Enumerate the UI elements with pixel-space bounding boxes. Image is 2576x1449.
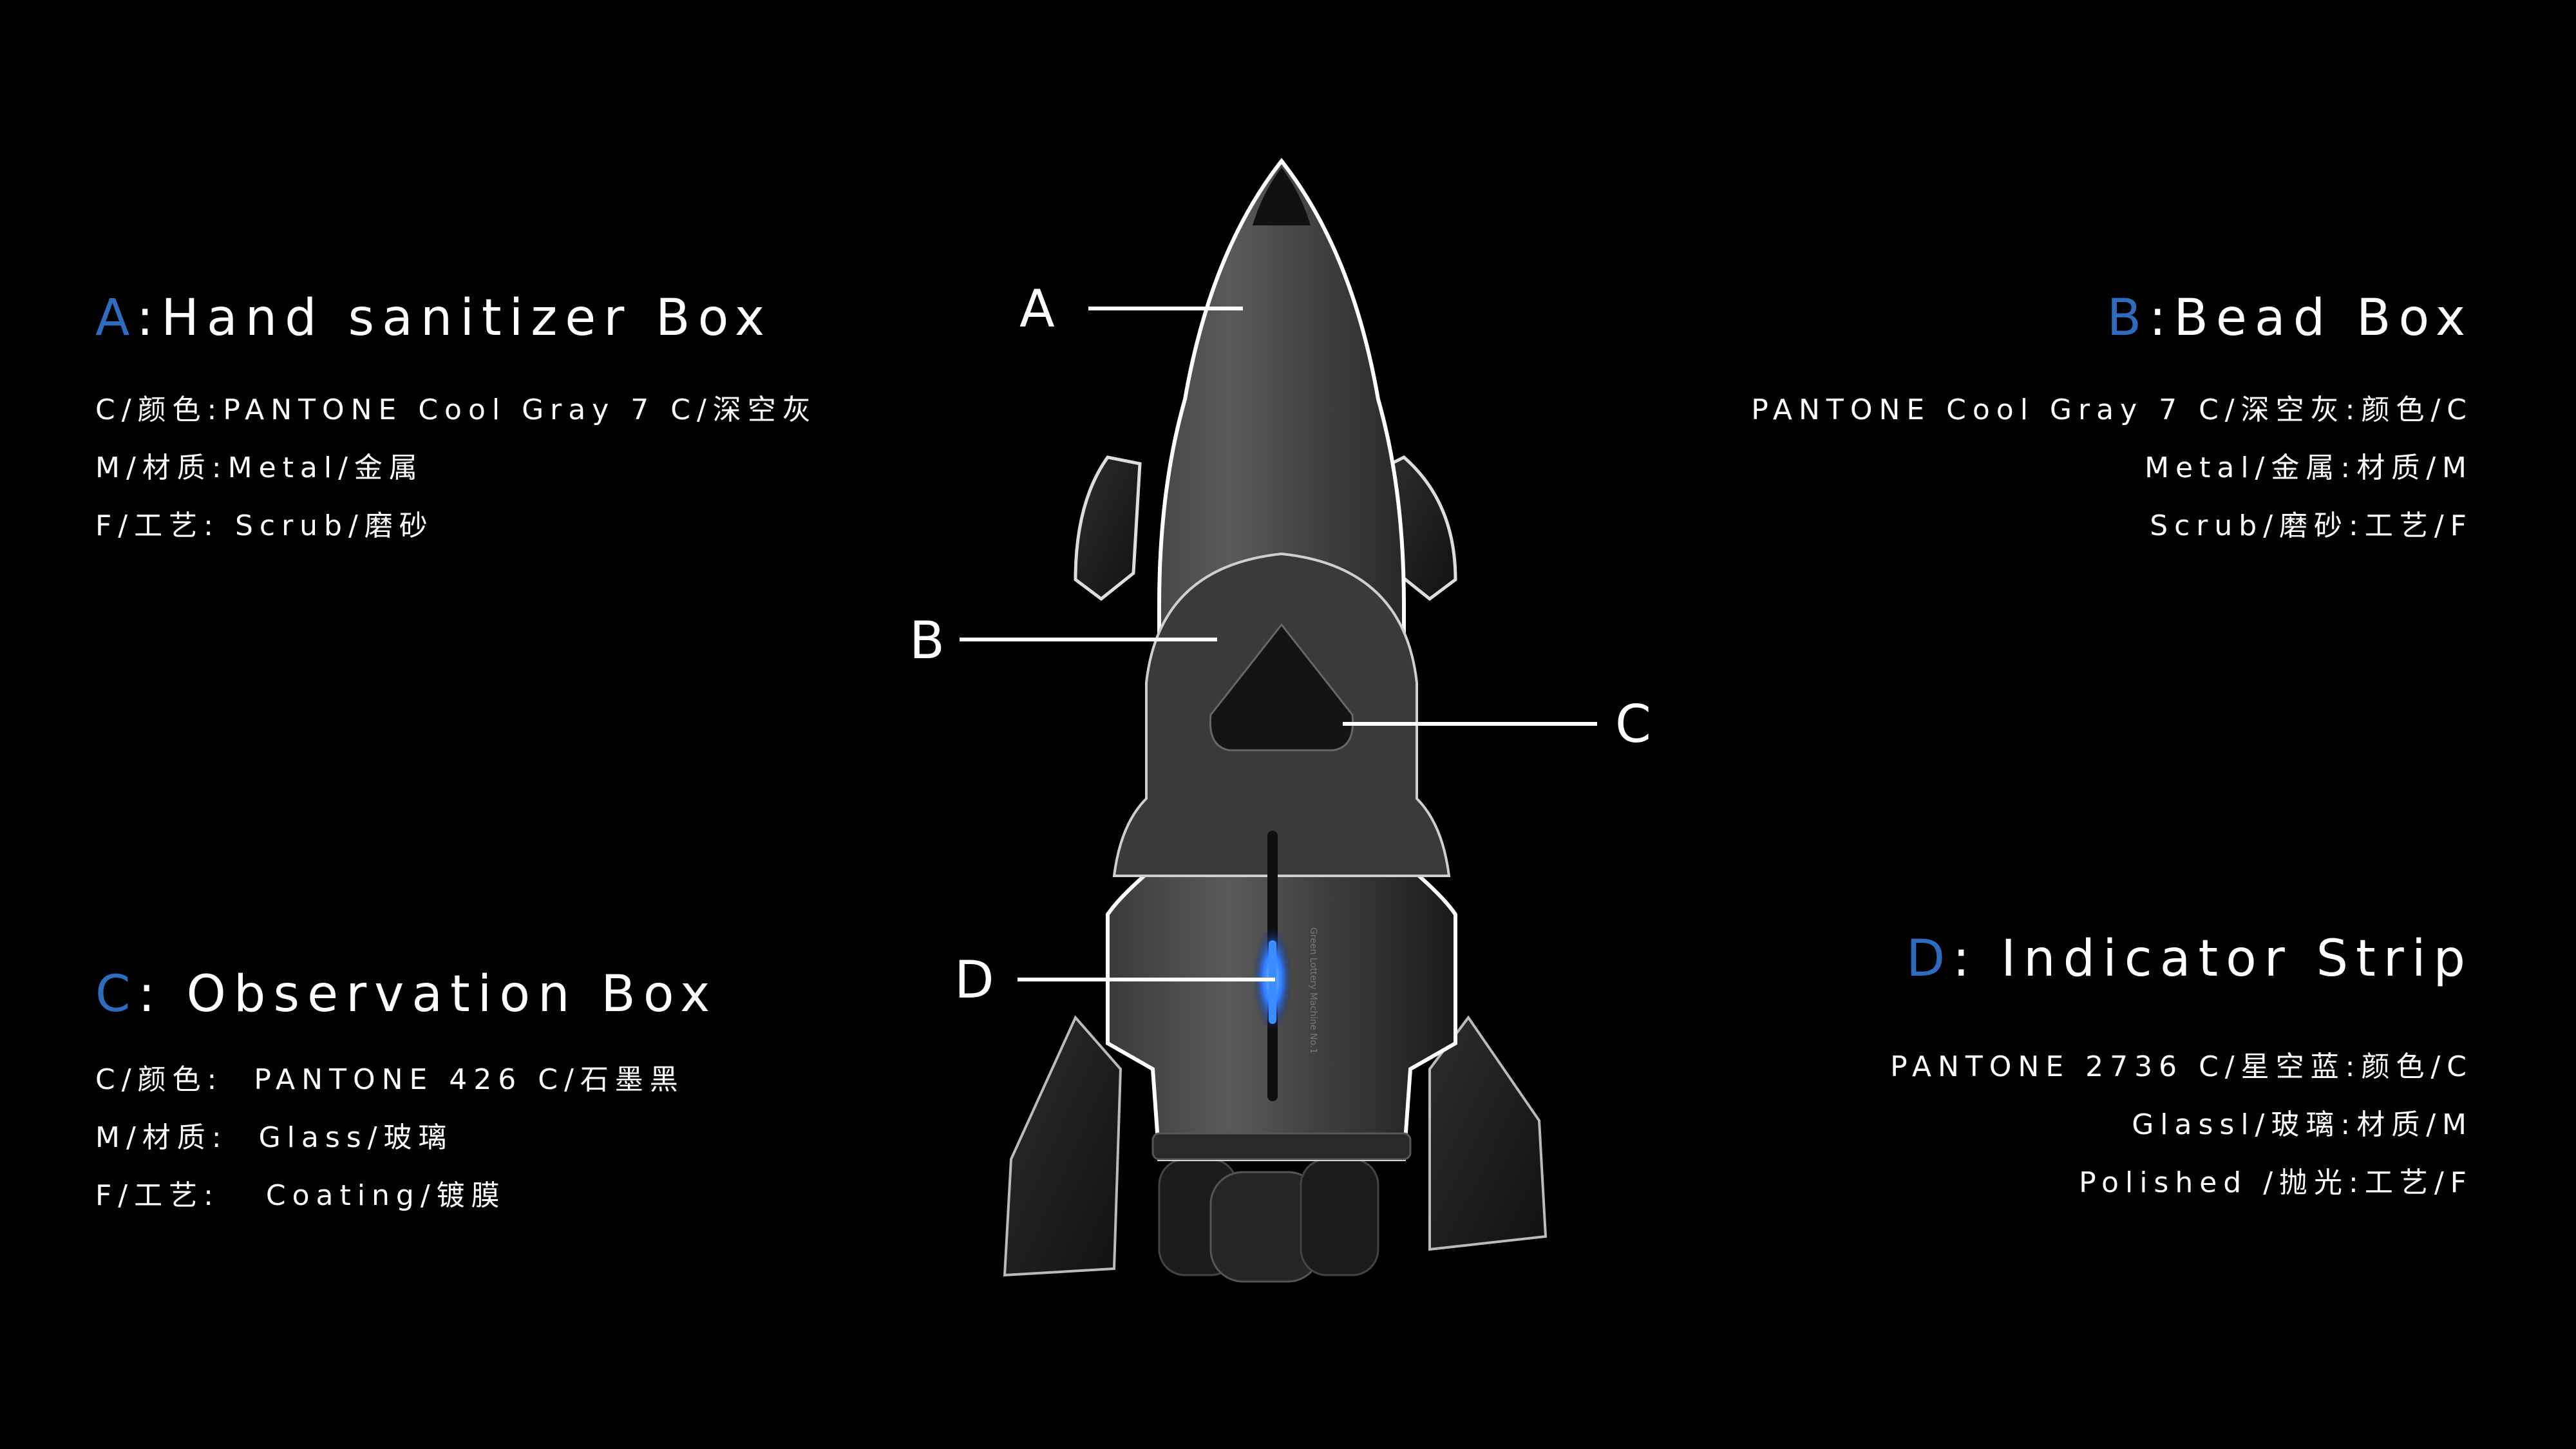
panel-b-color: PANTONE Cool Gray 7 C/深空灰:颜色/C [1751, 393, 2473, 426]
panel-b-finish: Scrub/磨砂:工艺/F [2150, 509, 2473, 542]
panel-d-finish: Polished /抛光:工艺/F [2079, 1166, 2473, 1199]
panel-c-heading: C: Observation Box [95, 969, 868, 1019]
panel-d-color: PANTONE 2736 C/星空蓝:颜色/C [1890, 1050, 2473, 1083]
panel-c-color: C/颜色: PANTONE 426 C/石墨黑 [95, 1063, 685, 1096]
panel-d: D: Indicator Strip PANTONE 2736 C/星空蓝:颜色… [1636, 934, 2473, 1204]
panel-a-color: C/颜色:PANTONE Cool Gray 7 C/深空灰 [95, 393, 817, 426]
panel-a-letter: A [95, 289, 137, 347]
callout-c-leader [1343, 722, 1597, 726]
panel-a-title: :Hand sanitizer Box [137, 289, 773, 347]
panel-d-heading: D: Indicator Strip [1906, 934, 2473, 984]
panel-b-title: :Bead Box [2149, 289, 2473, 347]
panel-c-material: M/材质: Glass/玻璃 [95, 1121, 453, 1154]
panel-b: B:Bead Box PANTONE Cool Gray 7 C/深空灰:颜色/… [1636, 293, 2473, 564]
right-fin [1428, 1015, 1548, 1251]
upper-right-fin [1389, 455, 1457, 601]
callout-a-label: A [1019, 279, 1055, 339]
indicator-strip-light [1269, 940, 1276, 1024]
callout-b-leader [960, 638, 1217, 641]
base-ring [1151, 1132, 1412, 1160]
panel-a: A:Hand sanitizer Box C/颜色:PANTONE Cool G… [95, 293, 868, 564]
callout-b-label: B [909, 611, 945, 670]
panel-c-finish: F/工艺: Coating/镀膜 [95, 1179, 506, 1212]
left-fin [1003, 1015, 1122, 1277]
callout-d-leader [1018, 978, 1275, 981]
panel-c-title: : Observation Box [138, 965, 718, 1023]
panel-b-heading: B:Bead Box [2107, 293, 2473, 343]
panel-a-heading: A:Hand sanitizer Box [95, 293, 868, 343]
panel-d-material: Glassl/玻璃:材质/M [2132, 1108, 2473, 1141]
panel-c-letter: C [95, 965, 138, 1023]
callout-a-leader [1088, 307, 1243, 310]
panel-c: C: Observation Box C/颜色: PANTONE 426 C/石… [95, 969, 868, 1240]
panel-d-letter: D [1906, 930, 1953, 988]
nose-cone [1253, 167, 1311, 225]
panel-a-material: M/材质:Metal/金属 [95, 451, 424, 484]
panel-b-letter: B [2107, 289, 2150, 347]
engine-nozzles [1158, 1158, 1379, 1283]
callout-d-label: D [954, 950, 994, 1010]
panel-a-finish: F/工艺: Scrub/磨砂 [95, 509, 434, 542]
rocket-product-image: Green Lottery Machine No.1 [1003, 158, 1548, 1283]
observation-window [1209, 623, 1354, 752]
panel-b-material: Metal/金属:材质/M [2145, 451, 2473, 484]
product-engraving: Green Lottery Machine No.1 [1308, 927, 1318, 1054]
upper-left-fin [1074, 455, 1142, 601]
callout-c-label: C [1615, 694, 1651, 754]
panel-d-title: : Indicator Strip [1953, 930, 2473, 988]
